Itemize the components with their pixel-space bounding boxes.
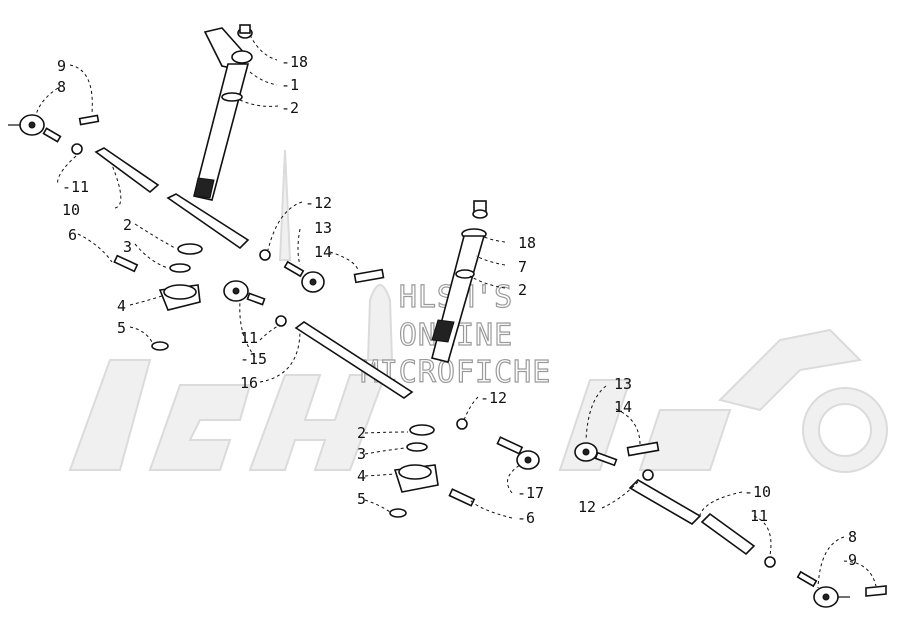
callout-label: 2: [357, 424, 366, 442]
callout-label: 14: [614, 398, 632, 416]
callout-label: 3: [123, 238, 132, 256]
callout-label: 5: [357, 490, 366, 508]
callout-label: -18: [281, 53, 308, 71]
callout-label: 11: [750, 507, 768, 525]
callout-label: 8: [848, 528, 857, 546]
callout-label: 7: [518, 258, 527, 276]
lower-right-tie-rod: [574, 441, 887, 608]
leader-lines: [35, 34, 877, 589]
callout-label: -11: [62, 178, 89, 196]
callout-labels: -18 -1 -2 9 8 -11 10 2 3 6 4 5 -12 13 14…: [57, 53, 857, 569]
callout-label: 16: [240, 374, 258, 392]
callout-label: -12: [305, 194, 332, 212]
callout-label: 4: [117, 297, 126, 315]
callout-label: 18: [518, 234, 536, 252]
callout-label: -17: [517, 484, 544, 502]
callout-label: 5: [117, 319, 126, 337]
callout-label: 9: [848, 551, 857, 569]
callout-label: 10: [62, 201, 80, 219]
upper-steering-post: [193, 24, 253, 201]
callout-label: 11: [240, 329, 258, 347]
callout-label: 9: [57, 57, 66, 75]
callout-label: 3: [357, 445, 366, 463]
callout-label: 6: [68, 226, 77, 244]
callout-label: 4: [357, 467, 366, 485]
callout-label: -2: [281, 99, 299, 117]
callout-label: -1: [281, 76, 299, 94]
callout-label: 8: [57, 78, 66, 96]
callout-label: 13: [614, 375, 632, 393]
callout-label: 2: [123, 216, 132, 234]
center-tie-rod: [275, 315, 540, 470]
lower-steering-post: [389, 200, 488, 518]
left-steering-arm: [113, 243, 266, 351]
callout-label: -15: [240, 350, 267, 368]
callout-label: -12: [480, 389, 507, 407]
callout-label: 13: [314, 219, 332, 237]
upper-left-tie-rod: [8, 114, 385, 293]
callout-label: 12: [578, 498, 596, 516]
background-watermark-art: [68, 149, 888, 473]
callout-label: 2: [518, 281, 527, 299]
callout-label: -6: [517, 509, 535, 527]
callout-label: -10: [744, 483, 771, 501]
callout-label: 14: [314, 243, 332, 261]
